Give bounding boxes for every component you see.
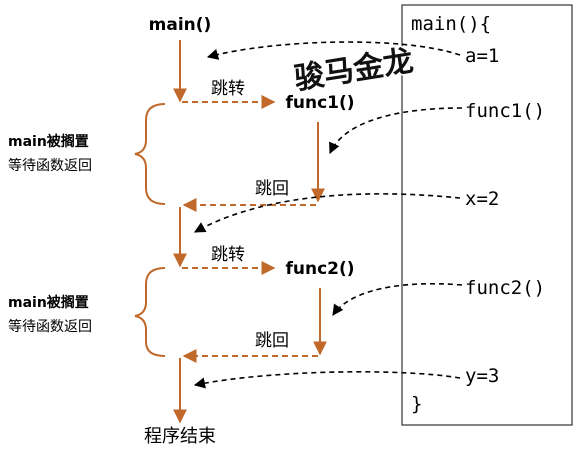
pause-brace-1	[134, 103, 166, 205]
jump-to-func1-label: 跳转	[211, 79, 245, 99]
pointer-arrow-x	[194, 193, 461, 233]
pause-note-2-line2: 等待函数返回	[8, 318, 92, 335]
watermark-logo: 骏马金龙	[290, 42, 417, 98]
pointer-arrow-func2	[332, 282, 463, 316]
code-box	[401, 4, 573, 426]
code-line-main-open: main(){	[411, 13, 491, 35]
code-line-func2: func2()	[465, 277, 545, 299]
main-label: main()	[149, 15, 212, 35]
code-line-y: y=3	[465, 365, 499, 387]
pointer-arrow-func1	[329, 107, 463, 155]
pause-note-1-line2: 等待函数返回	[8, 157, 92, 174]
watermark-text: 骏马金龙	[292, 44, 416, 97]
code-line-close: }	[411, 393, 422, 415]
pause-note-1-line1: main被搁置	[8, 133, 89, 150]
pause-brace-2	[134, 267, 166, 357]
pointer-arrow-a	[206, 41, 461, 60]
jump-back-1-label: 跳回	[255, 179, 289, 199]
jump-to-func2-label: 跳转	[211, 245, 245, 265]
program-end-label: 程序结束	[144, 426, 216, 447]
jump-back-2-label: 跳回	[255, 331, 289, 351]
func1-label: func1()	[285, 93, 354, 113]
code-line-a: a=1	[465, 45, 499, 67]
code-line-func1: func1()	[465, 100, 545, 122]
pause-note-2-line1: main被搁置	[8, 294, 89, 311]
func2-label: func2()	[285, 259, 354, 279]
pointer-arrow-y	[193, 371, 461, 389]
code-line-x: x=2	[465, 188, 499, 210]
